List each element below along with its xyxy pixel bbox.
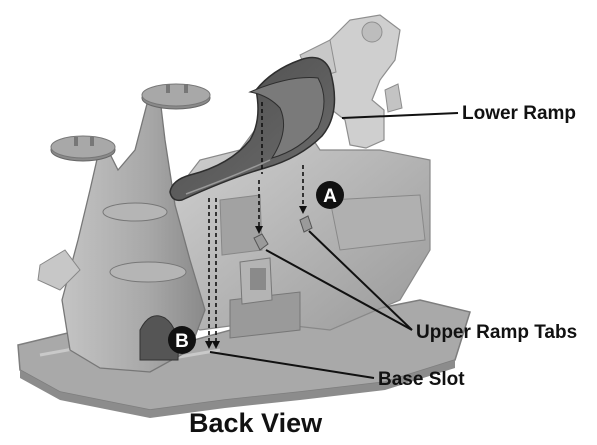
marker-b-label: B	[175, 331, 189, 352]
label-lower-ramp: Lower Ramp	[462, 103, 576, 124]
label-upper-ramp-tabs: Upper Ramp Tabs	[416, 322, 577, 343]
label-base-slot: Base Slot	[378, 369, 465, 390]
marker-b-badge: B	[168, 326, 196, 354]
view-title: Back View	[189, 408, 323, 438]
marker-a-badge: A	[316, 181, 344, 209]
marker-a-label: A	[323, 186, 337, 207]
